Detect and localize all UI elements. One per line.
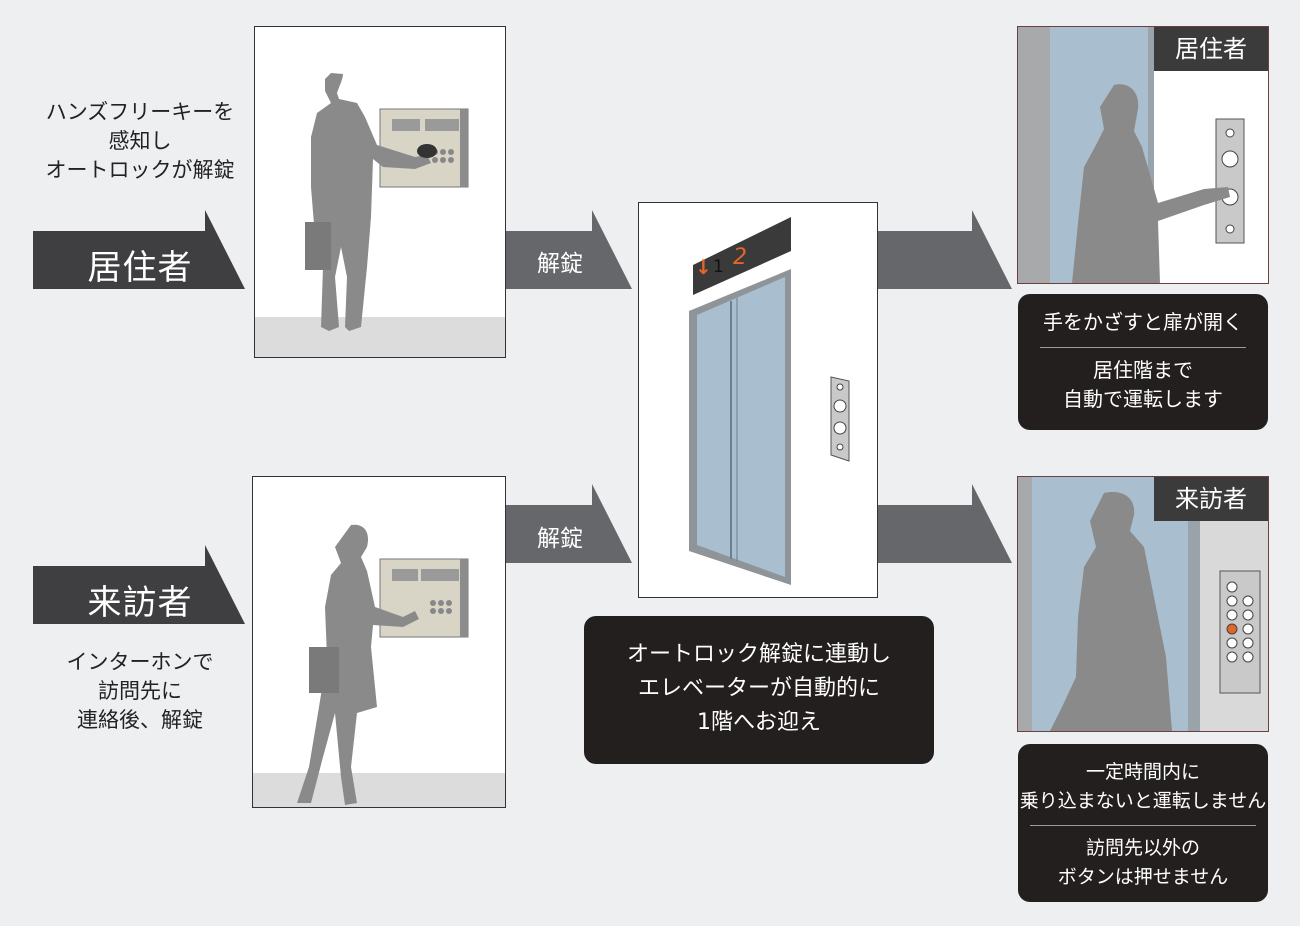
- elevator-illustration: [689, 217, 850, 585]
- visitor-inside-illustration: [1018, 477, 1268, 731]
- resident-caption-line: ハンズフリーキーを: [45, 100, 235, 124]
- elevator-info-line: エレベーターが自動的に: [637, 676, 880, 701]
- resident-caption-line: 感知し: [108, 129, 172, 153]
- resident-entrance-illustration: [255, 73, 505, 357]
- resident-role-arrow: [33, 210, 245, 289]
- visitor-inside-panel: 来訪者: [1017, 476, 1269, 732]
- resident-result-info-box: 手をかざすと扉が開く 居住階まで 自動で運転します: [1018, 294, 1268, 430]
- resident-inside-illustration: [1018, 27, 1245, 283]
- visitor-caption-line: 訪問先に: [98, 679, 182, 703]
- resident-role-label: 居住者: [87, 248, 193, 288]
- visitor-result-info-box: 一定時間内に 乗り込まないと運転しません 訪問先以外の ボタンは押せません: [1018, 744, 1268, 902]
- visitor-entrance-illustration: [253, 524, 505, 807]
- visitor-caption-line: インターホンで: [66, 650, 214, 674]
- elevator-info-line: 1階へお迎え: [697, 710, 821, 735]
- visitor-caption-line: 連絡後、解錠: [77, 708, 203, 732]
- resident-result-info-line: 自動で運転します: [1063, 387, 1223, 411]
- resident-caption-line: オートロックが解錠: [45, 158, 235, 182]
- elevator-info-box: オートロック解錠に連動し エレベーターが自動的に 1階へお迎え: [584, 616, 934, 764]
- visitor-result-info-line: 乗り込まないと運転しません: [1019, 790, 1267, 812]
- resident-unlock-arrow: [506, 210, 632, 289]
- visitor-unlock-arrow: [506, 484, 632, 563]
- resident-result-info-line: 居住階まで: [1093, 358, 1193, 382]
- info-divider: [1040, 347, 1246, 348]
- visitor-role-label: 来訪者: [87, 583, 193, 623]
- visitor-caption: インターホンで 訪問先に 連絡後、解錠: [20, 648, 260, 735]
- visitor-result-info-line: 訪問先以外の: [1085, 837, 1200, 859]
- visitor-result-info-line: 一定時間内に: [1085, 761, 1200, 783]
- indicator-floor-1: 1: [713, 257, 724, 277]
- resident-entrance-panel: [254, 26, 506, 358]
- info-divider: [1030, 825, 1256, 826]
- elevator-info-line: オートロック解錠に連動し: [626, 642, 891, 667]
- indicator-floor-2: 2: [733, 245, 747, 270]
- visitor-entrance-panel: [252, 476, 506, 808]
- resident-caption: ハンズフリーキーを 感知し オートロックが解錠: [20, 98, 260, 185]
- resident-unlock-label: 解錠: [537, 251, 583, 277]
- visitor-result-info-line: ボタンは押せません: [1057, 866, 1229, 888]
- visitor-result-arrow: [878, 484, 1012, 563]
- elevator-panel: ↓ 1 2: [638, 202, 878, 598]
- resident-result-info-top: 手をかざすと扉が開く: [1043, 310, 1243, 334]
- resident-inside-panel: 居住者: [1017, 26, 1269, 284]
- visitor-unlock-label: 解錠: [537, 526, 583, 552]
- resident-result-arrow: [878, 210, 1012, 289]
- indicator-arrow-icon: ↓: [695, 255, 712, 279]
- resident-result-tag: 居住者: [1154, 27, 1268, 71]
- visitor-result-tag: 来訪者: [1154, 477, 1268, 521]
- visitor-role-arrow: [33, 545, 245, 624]
